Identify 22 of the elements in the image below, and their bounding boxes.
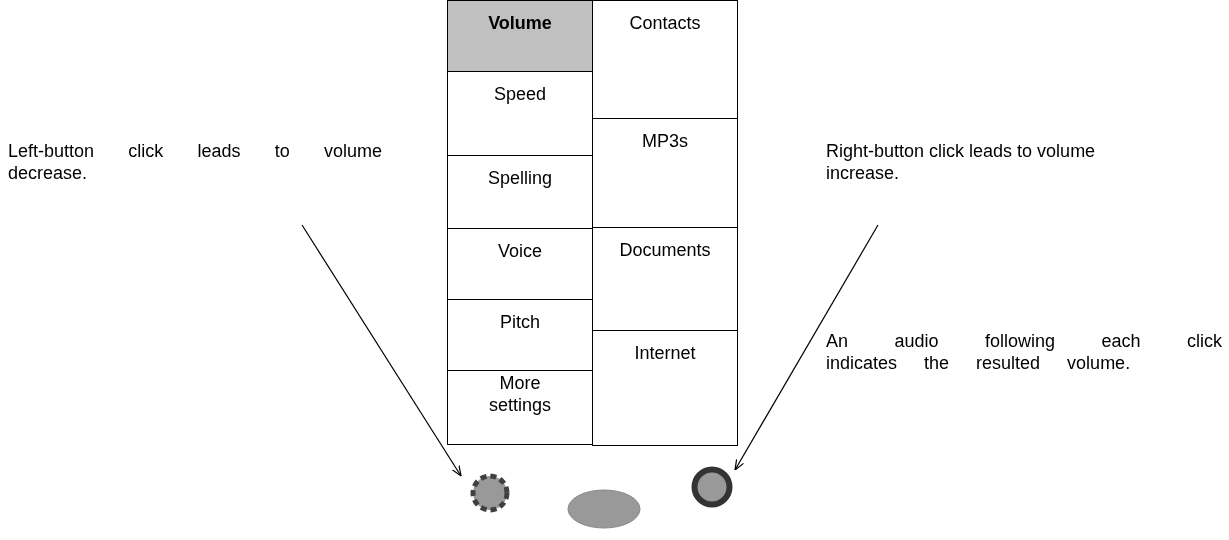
circle-button: [691, 466, 733, 508]
menu-item-label: Voice: [497, 240, 542, 262]
annotation-text: Left-button click leads to volume decrease.: [8, 140, 382, 184]
menu-item-label: Speed: [493, 83, 547, 105]
arrow: [301, 224, 462, 477]
menu-item-label: Pitch: [500, 311, 540, 333]
menu-cell: [592, 0, 738, 119]
oval-button: [567, 489, 641, 529]
menu-item-label: Volume: [488, 12, 552, 34]
menu-cell: [592, 330, 738, 446]
circle-button: [470, 473, 510, 513]
menu-item-label: More settings: [487, 372, 552, 416]
annotation-text: An audio following each click indicates the resulted volume.: [826, 330, 1222, 374]
menu-item-label: Documents: [619, 239, 711, 261]
menu-item-label: Internet: [634, 342, 696, 364]
annotation-text: Right-button click leads to volume increase.: [826, 140, 1116, 184]
menu-item-label: Contacts: [629, 12, 701, 34]
arrow: [734, 224, 879, 471]
menu-cell: [447, 370, 593, 445]
menu-item-label: Spelling: [487, 167, 552, 189]
selected-menu-cell: [447, 0, 593, 72]
menu-item-label: MP3s: [642, 130, 688, 152]
